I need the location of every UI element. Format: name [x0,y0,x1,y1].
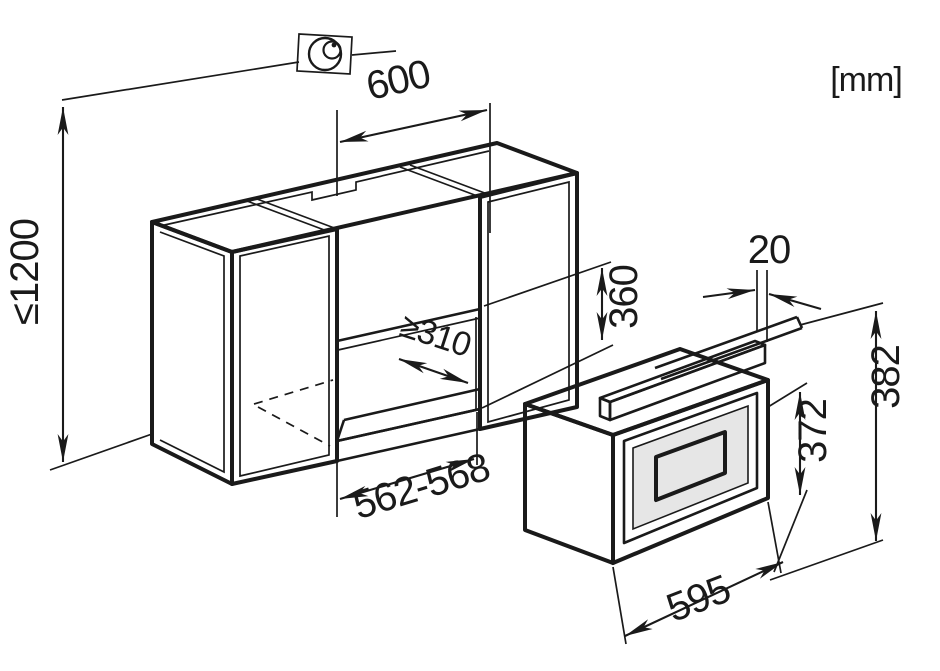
dim-382-ext-bottom [769,539,884,581]
hidden-edge-depth-direction [257,406,331,447]
dim-310-line [398,358,469,384]
dim-20-arrow-left [702,288,756,300]
dim-382-label: 382 [864,345,908,409]
outlet-reference-line-right [351,50,397,56]
cabinet-drawing [150,141,579,486]
dim-20-label: 20 [748,228,791,272]
dim-1200-label: ≤1200 [3,219,47,325]
dim-310-label: ≥310 [396,306,476,364]
dim-372-ext-top [767,382,808,408]
dim-20-arrow-right [768,292,822,311]
cabinet-front-panel-left-inner [239,234,330,478]
cabinet-top-division-left-b [256,198,338,230]
outlet-socket-inner [322,40,342,60]
trim-strip-lower-edge [660,326,803,381]
dim-600-line [339,108,488,144]
dimension-annotations [49,103,884,645]
oven-door-inner-panel [632,404,749,531]
cabinet-top-face [150,141,579,254]
dim-595-ext-right [767,501,782,574]
dim-360-label: 360 [602,265,646,329]
oven-drawing [523,315,804,565]
outlet-reference-line-left [61,61,300,101]
dim-372-ext-bottom [773,489,808,573]
cabinet-top-back-inner-line [159,150,490,227]
dim-1200-ext-bottom [49,433,153,471]
oven-trim-bar-endcap [598,396,612,422]
dim-595-line [624,561,784,637]
dim-372-label: 372 [791,399,835,463]
dim-360-ext-top [483,261,612,307]
cabinet-front-panel-left [230,227,339,486]
niche-ceiling-inner-edge [337,317,481,351]
niche-opening [335,307,482,443]
trim-strip-end-edge [795,316,804,329]
power-outlet-icon [61,33,397,101]
dim-360-ext-bottom [481,344,614,409]
cabinet-top-division-left-a [246,200,328,232]
oven-left-face [523,402,615,565]
dim-382-ext-top [799,302,884,326]
oven-front-face [611,378,770,565]
outlet-pin-dot [331,42,337,48]
dim-595-ext-left [612,566,627,645]
outlet-plate [296,33,353,75]
dim-562-line [339,457,475,501]
cabinet-left-face-inner-line [159,231,225,474]
niche-floor-left-edge [335,419,346,442]
dim-600-label: 600 [362,52,434,109]
hidden-edge-width-direction [253,379,334,405]
cabinet-left-face [150,220,234,486]
cabinet-top-division-right-a [399,166,481,198]
oven-door [622,391,759,545]
cabinet-top-division-right-b [409,164,491,196]
dimension-labels: ≤1200 600 360 ≥310 562-568 20 382 372 59… [3,52,908,631]
dim-562-label: 562-568 [348,445,495,528]
cabinet-front-panel-right-inner [487,180,570,424]
niche-floor-back-edge [343,387,481,422]
unit-label: [mm] [830,61,902,99]
oven-door-window [654,430,727,502]
dim-595-label: 595 [661,567,736,631]
trim-strip-upper-edge [654,315,798,370]
